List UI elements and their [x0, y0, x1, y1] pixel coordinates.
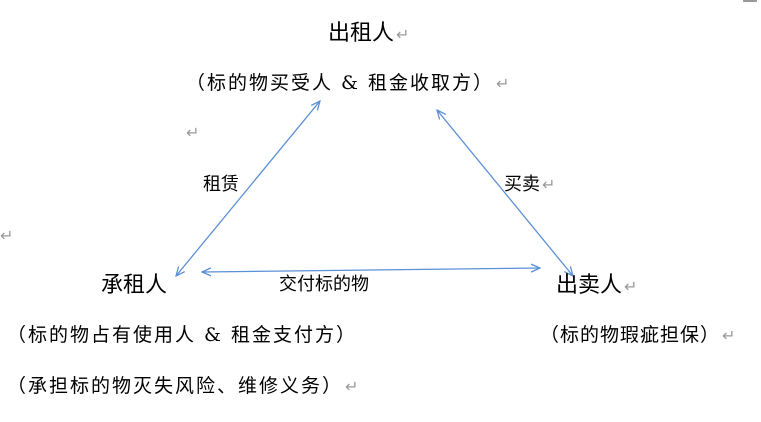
paragraph-mark-icon: ↵ [542, 175, 556, 194]
sale-arrow [437, 110, 573, 276]
corner-mark [743, 0, 757, 2]
lessor-name: 出租人 [328, 21, 395, 46]
paragraph-mark-icon: ↵ [722, 326, 737, 345]
lessor-node: 出租人↵ [328, 23, 409, 45]
seller-name: 出卖人 [556, 273, 623, 298]
lease-arrow [176, 101, 320, 276]
lessee-role: （标的物占有使用人 & 租金支付方） [7, 324, 357, 346]
lessor-role: （标的物买受人 & 租金收取方） [186, 72, 494, 94]
paragraph-mark-icon: ↵ [496, 74, 512, 93]
lessee-duties-line: （承担标的物灭失风险、维修义务）↵ [7, 377, 360, 396]
lessee-name: 承租人 [101, 273, 168, 298]
lessor-role-line: （标的物买受人 & 租金收取方）↵ [186, 74, 511, 93]
seller-role-line: （标的物瑕疵担保）↵ [540, 326, 736, 345]
delivery-arrow [202, 268, 540, 272]
paragraph-mark-icon: ↵ [186, 123, 200, 142]
sale-label-line: 买卖↵ [504, 176, 555, 194]
seller-node: 出卖人↵ [556, 275, 637, 297]
sale-label: 买卖 [504, 174, 540, 195]
paragraph-mark-icon: ↵ [0, 226, 14, 245]
lessee-duties: （承担标的物灭失风险、维修义务） [7, 375, 344, 397]
delivery-label: 交付标的物 [279, 274, 369, 295]
paragraph-mark-icon: ↵ [396, 25, 410, 44]
paragraph-mark-icon: ↵ [345, 377, 361, 396]
seller-role: （标的物瑕疵担保） [540, 324, 721, 346]
lease-label: 租赁 [203, 174, 239, 195]
paragraph-mark-icon: ↵ [624, 277, 638, 296]
